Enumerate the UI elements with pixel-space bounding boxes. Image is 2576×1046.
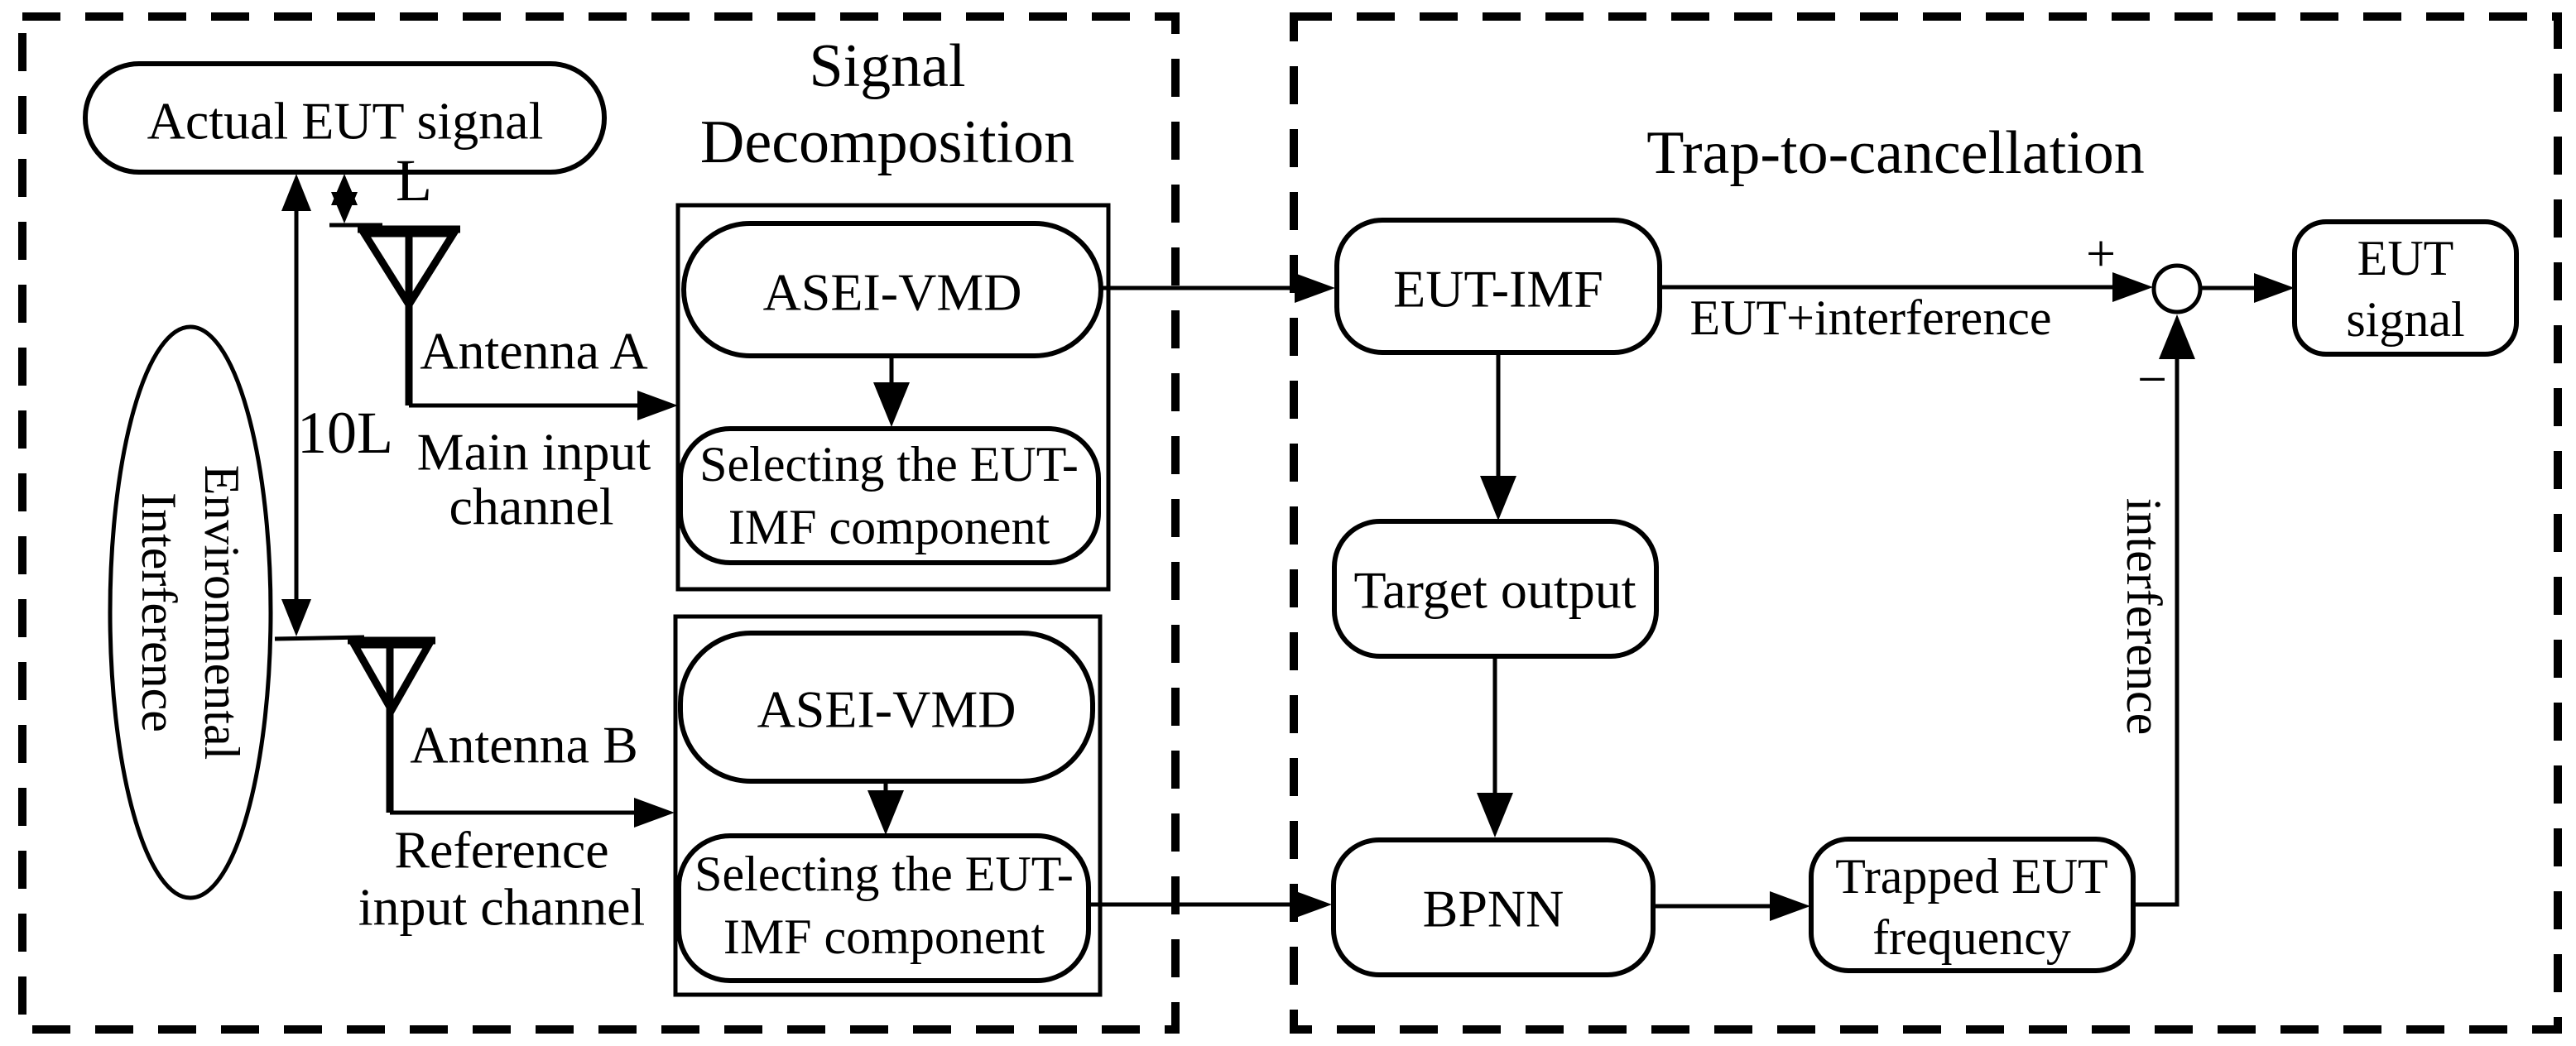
reference-input-label-line2: input channel (358, 878, 646, 937)
bpnn-to-trapped-arrowhead (1770, 891, 1810, 921)
left-panel-title-line2: Decomposition (700, 108, 1074, 176)
trapped-eut-frequency-label-line2: frequency (1872, 910, 2071, 965)
eutimf-to-sum-arrowhead (2112, 272, 2153, 302)
eutimf-to-target-arrowhead (1480, 476, 1516, 521)
decomposition-group1-box (675, 203, 1111, 592)
right-panel-title: Trap-to-cancellation (1646, 119, 2144, 187)
distance-l-arrowhead-down (331, 192, 358, 223)
selecting-eut-imf-2-box (676, 833, 1091, 983)
environmental-interference-label-line1: Environmental (195, 465, 249, 761)
sum-minus-sign: − (2137, 350, 2167, 409)
distance-10l-arrowhead-down (281, 599, 311, 636)
asei2-to-selecting2-arrowhead (867, 790, 904, 835)
environmental-interference-ellipse (108, 324, 273, 900)
main-input-label-line1: Main input (417, 423, 651, 482)
main-input-label-line2: channel (449, 477, 614, 536)
actual-eut-signal-label: Actual EUT signal (147, 92, 544, 151)
feedback-arrowhead (2159, 314, 2195, 359)
feedback-wire (2133, 343, 2180, 907)
eut-imf-label: EUT-IMF (1393, 260, 1603, 319)
antenna-a-label: Antenna A (420, 322, 648, 381)
asei-vmd-2-label: ASEI-VMD (757, 680, 1016, 739)
eut-signal-label-line1: EUT (2357, 231, 2454, 285)
distance-10l-label: 10L (297, 400, 393, 466)
eut-signal-box (2292, 219, 2519, 357)
distance-10l-arrowhead-up (281, 174, 311, 211)
trapped-eut-frequency-label-line1: Trapped EUT (1835, 849, 2107, 904)
selecting-eut-imf-1-label-line2: IMF component (728, 500, 1050, 554)
reference-input-arrowhead (634, 798, 675, 828)
distance-l-label: L (396, 147, 432, 214)
target-to-bpnn-arrowhead (1477, 793, 1513, 837)
sum-input-label: EUT+interference (1690, 290, 2052, 345)
sum-plus-sign: + (2086, 224, 2116, 283)
sum-to-output-arrowhead (2254, 273, 2295, 303)
eut-signal-label-line2: signal (2346, 292, 2464, 347)
signal-decomposition-panel-border (18, 12, 1180, 1034)
main-input-arrowhead (637, 391, 678, 420)
asei1-to-selecting1-arrowhead (873, 382, 910, 427)
left-panel-title-line1: Signal (809, 32, 965, 100)
selecting2-to-bpnn-arrowhead (1291, 890, 1332, 919)
asei1-to-eutimf-arrowhead (1295, 273, 1335, 303)
selecting-eut-imf-1-box (678, 426, 1101, 565)
selecting-eut-imf-2-label-line2: IMF component (723, 909, 1045, 964)
target-output-label: Target output (1354, 561, 1636, 620)
trap-to-cancellation-panel-border (1290, 12, 2562, 1034)
decomposition-group2-box (673, 614, 1103, 997)
actual-eut-signal-box (83, 61, 607, 175)
antenna-b-label: Antenna B (410, 716, 638, 775)
selecting-eut-imf-2-label-line1: Selecting the EUT- (694, 847, 1074, 901)
environmental-interference-label-line2: Interference (132, 492, 186, 732)
asei-vmd-1-label: ASEI-VMD (763, 263, 1022, 322)
bpnn-label: BPNN (1423, 880, 1564, 938)
summing-junction-circle (2151, 263, 2203, 314)
reference-input-label-line1: Reference (394, 821, 608, 880)
feedback-interference-label: interference (2117, 498, 2171, 735)
selecting-eut-imf-1-label-line1: Selecting the EUT- (699, 437, 1079, 492)
